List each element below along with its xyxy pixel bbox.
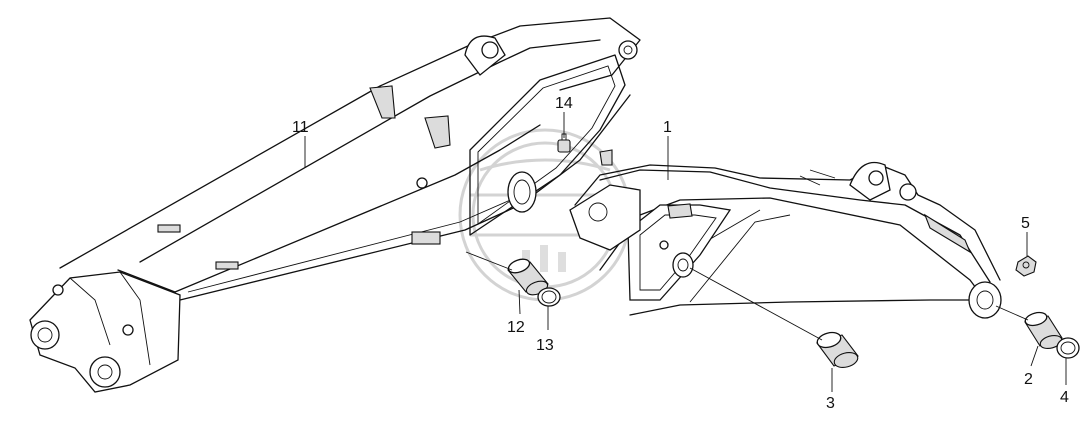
- nut-part-5: [1015, 255, 1037, 277]
- bushing-part-2: [1024, 311, 1063, 350]
- boom-part-1: [569, 149, 1002, 319]
- arm-part-11: [29, 17, 641, 393]
- callout-13: 13: [536, 337, 554, 354]
- callout-2: 2: [1024, 371, 1033, 388]
- callout-4: 4: [1060, 389, 1069, 406]
- callout-1: 1: [663, 119, 672, 136]
- ring-part-13: [537, 287, 561, 307]
- callout-labels: 11 1 14 5 12 13 3 2 4: [292, 95, 1069, 412]
- leader-lines: [304, 112, 1067, 392]
- ring-part-4: [1056, 337, 1080, 359]
- callout-11: 11: [292, 119, 309, 136]
- callout-3: 3: [826, 395, 835, 412]
- bushing-part-3: [816, 331, 859, 368]
- callout-5: 5: [1021, 215, 1030, 232]
- callout-14: 14: [555, 95, 573, 112]
- callout-12: 12: [507, 319, 525, 336]
